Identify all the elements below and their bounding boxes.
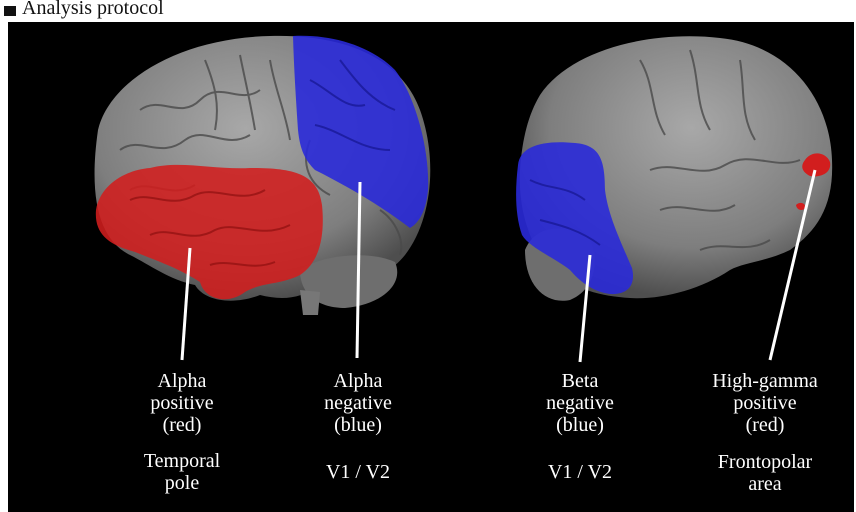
label-beta-negative: Beta negative (blue) <box>520 370 640 436</box>
region-v1-v2-right: V1 / V2 <box>520 461 640 483</box>
label-high-gamma-positive: High-gamma positive (red) <box>690 370 840 436</box>
left-hemisphere-lateral-view <box>95 36 431 315</box>
region-temporal-pole: Temporal pole <box>120 450 244 494</box>
left-brainstem <box>300 290 320 315</box>
label-alpha-positive: Alpha positive (red) <box>120 370 244 436</box>
right-hemisphere-lateral-view <box>516 36 832 300</box>
region-v1-v2-left: V1 / V2 <box>298 461 418 483</box>
region-frontopolar-area: Frontopolar area <box>690 451 840 495</box>
label-alpha-negative: Alpha negative (blue) <box>298 370 418 436</box>
